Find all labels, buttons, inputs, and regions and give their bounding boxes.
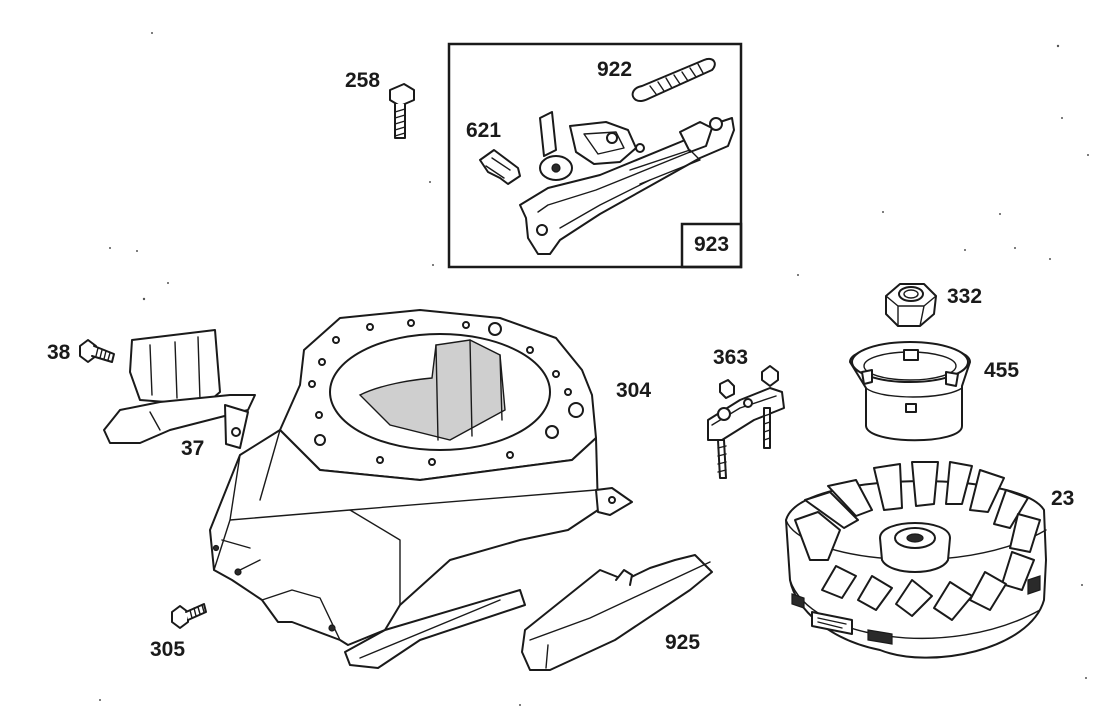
part-23-flywheel: [785, 461, 1047, 659]
part-922-spring: [631, 58, 716, 103]
label-363: 363: [713, 346, 748, 369]
label-258: 258: [345, 69, 380, 92]
part-363-armature: [707, 365, 785, 479]
label-923: 923: [694, 233, 729, 256]
part-923-kit-box: [447, 42, 743, 269]
label-305: 305: [150, 638, 185, 661]
label-925: 925: [665, 631, 700, 654]
governor-bracket: [519, 111, 735, 255]
label-23: 23: [1051, 487, 1074, 510]
label-37: 37: [181, 437, 204, 460]
part-304-blower-housing: [209, 309, 633, 669]
part-621-clip: [479, 149, 521, 185]
part-925-cover: [521, 554, 713, 671]
part-455-starter-cup: [849, 341, 971, 442]
label-332: 332: [947, 285, 982, 308]
label-455: 455: [984, 359, 1019, 382]
label-304: 304: [616, 379, 651, 402]
part-332-nut: [885, 283, 937, 327]
label-621: 621: [466, 119, 501, 142]
part-38-screw: [79, 339, 115, 363]
scan-specks: [99, 32, 1089, 706]
part-258-screw: [389, 83, 415, 139]
label-38: 38: [47, 341, 71, 364]
label-922: 922: [597, 58, 632, 81]
part-305-screw: [171, 603, 207, 629]
part-37-baffle: [103, 329, 256, 449]
